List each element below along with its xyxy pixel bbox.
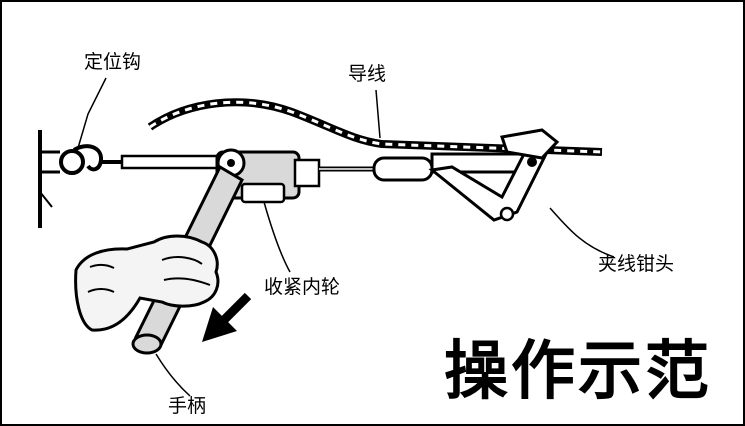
leader-line-wheel bbox=[263, 201, 291, 273]
leader-line-hook bbox=[77, 77, 107, 149]
leader-line-clamp bbox=[549, 207, 615, 258]
wall-mount bbox=[38, 130, 60, 228]
leader-lines bbox=[77, 77, 615, 397]
leader-line-wire bbox=[375, 89, 381, 139]
label-handle: 手柄 bbox=[168, 395, 207, 417]
leader-line-handle bbox=[155, 353, 191, 397]
label-conductor-wire: 导线 bbox=[348, 63, 387, 85]
label-clamp-head: 夹线钳头 bbox=[598, 253, 675, 275]
gloved-hand bbox=[74, 234, 220, 332]
tension-rod bbox=[120, 154, 219, 170]
positioning-hook bbox=[59, 144, 122, 175]
label-positioning-hook: 定位钩 bbox=[84, 51, 142, 73]
caption-title: 操作示范 bbox=[444, 335, 712, 409]
label-tension-wheel: 收紧内轮 bbox=[264, 276, 341, 298]
conductor-wire bbox=[147, 98, 603, 156]
arrow-down-left-icon bbox=[202, 292, 252, 342]
clamp-head bbox=[372, 128, 560, 222]
